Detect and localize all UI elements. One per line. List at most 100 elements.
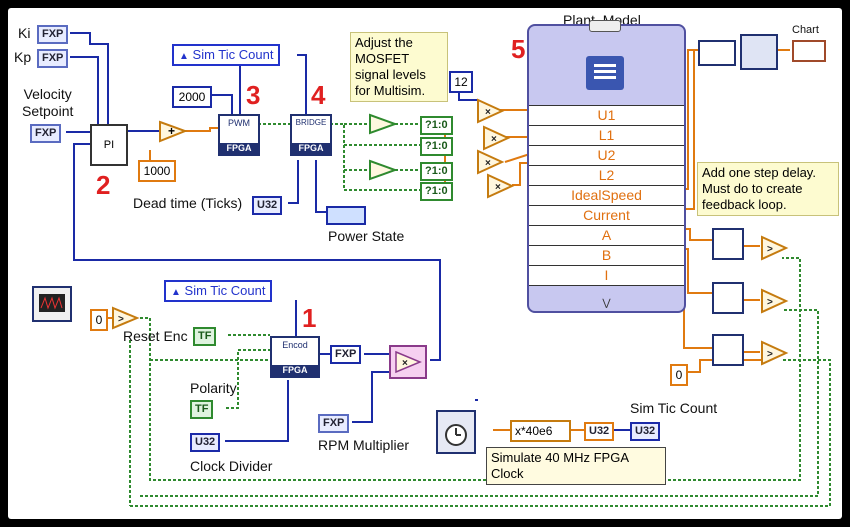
encoder-block[interactable]: Encod FPGA bbox=[270, 336, 320, 378]
pi-block[interactable]: PI bbox=[90, 124, 128, 166]
sim-tic-count-type: U32 bbox=[635, 425, 656, 437]
pwm-label: PWM bbox=[228, 118, 250, 128]
step-4: 4 bbox=[311, 80, 326, 110]
chart-label: Chart bbox=[792, 24, 819, 36]
add-node bbox=[159, 120, 188, 143]
port-l1[interactable]: L1 bbox=[529, 125, 684, 145]
power-state-indicator[interactable] bbox=[326, 206, 366, 225]
port-idealspeed[interactable]: IdealSpeed bbox=[529, 185, 684, 205]
ki-control-type: FXP bbox=[42, 28, 64, 40]
port-l2[interactable]: L2 bbox=[529, 165, 684, 185]
label-clock-divider: Clock Divider bbox=[190, 458, 273, 474]
mul-glyph-1: × bbox=[485, 107, 491, 118]
label-polarity: Polarity bbox=[190, 380, 237, 396]
plant-icon bbox=[586, 56, 624, 90]
wire-deadtime bbox=[288, 160, 299, 204]
clock-icon bbox=[445, 424, 467, 446]
build-array-block[interactable] bbox=[698, 40, 736, 66]
chart-indicator[interactable] bbox=[792, 40, 826, 62]
fxp-conversion[interactable]: FXP bbox=[330, 345, 362, 364]
scope-block-a[interactable] bbox=[712, 228, 744, 260]
port-u2[interactable]: U2 bbox=[529, 145, 684, 165]
waveform-chart-builder[interactable] bbox=[740, 34, 778, 70]
fxp-conversion-type: FXP bbox=[335, 348, 357, 360]
scope-block-b[interactable] bbox=[712, 282, 744, 314]
kp-control[interactable]: FXP bbox=[37, 49, 69, 68]
encoder-label: Encod bbox=[282, 340, 308, 350]
plant-expand-icon[interactable]: ⋁ bbox=[602, 298, 611, 309]
waveform-generator[interactable] bbox=[32, 286, 72, 322]
reset-enc-control[interactable]: TF bbox=[193, 327, 217, 346]
plant-model-block[interactable]: U1 L1 U2 L2 IdealSpeed Current A B I ⋁ bbox=[527, 20, 686, 313]
label-rpm-multiplier: RPM Multiplier bbox=[318, 437, 410, 453]
sim-tic-count-ref-1[interactable]: ▲ Sim Tic Count bbox=[172, 44, 281, 66]
kp-control-type: FXP bbox=[42, 52, 64, 64]
bridge-block[interactable]: BRIDGE FPGA bbox=[290, 114, 332, 156]
sim-tic-count-ref-2[interactable]: ▲ Sim Tic Count bbox=[164, 280, 273, 302]
polarity-control[interactable]: TF bbox=[190, 400, 214, 419]
label-dead-time: Dead time (Ticks) bbox=[133, 195, 243, 211]
wire-2000 bbox=[212, 94, 233, 115]
label-power-state: Power State bbox=[328, 228, 405, 244]
label-velocity-setpoint: Velocity Setpoint bbox=[22, 86, 74, 119]
pwm-block[interactable]: PWM FPGA bbox=[218, 114, 260, 156]
port-u1[interactable]: U1 bbox=[529, 105, 684, 125]
dead-time-control[interactable]: U32 bbox=[252, 196, 283, 215]
clock-divider-control[interactable]: U32 bbox=[190, 433, 221, 452]
constant-1000[interactable]: 1000 bbox=[138, 160, 176, 182]
wire-sum-out bbox=[185, 127, 220, 132]
port-i[interactable]: I bbox=[529, 265, 684, 286]
compare-i bbox=[761, 340, 789, 366]
logic-primitives: + bbox=[112, 98, 789, 379]
not-gate-2 bbox=[369, 159, 398, 181]
clock-divider-control-type: U32 bbox=[195, 436, 216, 448]
label-kp: Kp bbox=[14, 49, 32, 65]
pi-label: PI bbox=[103, 139, 115, 151]
constant-12[interactable]: 12 bbox=[449, 71, 473, 93]
ref-icon-2: ▲ bbox=[171, 287, 181, 298]
step-2: 2 bbox=[96, 170, 111, 200]
u32-conversion[interactable]: U32 bbox=[584, 422, 615, 441]
tick-count-block[interactable] bbox=[436, 410, 476, 454]
rpm-multiplier-control[interactable]: FXP bbox=[318, 414, 350, 433]
step-5: 5 bbox=[511, 34, 526, 64]
multiply-3 bbox=[477, 149, 505, 175]
cast-label-1: ?1:0 bbox=[425, 119, 448, 131]
plant-icon-graphic bbox=[594, 64, 616, 79]
wire-rpm bbox=[352, 371, 390, 423]
bool-to-num-4: ?1:0 bbox=[420, 182, 453, 201]
constant-0-b[interactable]: 0 bbox=[670, 364, 688, 386]
constant-2000[interactable]: 2000 bbox=[172, 86, 212, 108]
waveform-glyph bbox=[39, 294, 65, 312]
wire-polarity bbox=[226, 349, 270, 409]
cmp-glyph-a: > bbox=[767, 244, 773, 255]
multiply-expression[interactable]: x*40e6 bbox=[510, 420, 571, 442]
pwm-fpga-bar: FPGA bbox=[220, 143, 258, 154]
wire-ki bbox=[70, 32, 109, 124]
ki-control[interactable]: FXP bbox=[37, 25, 69, 44]
ref-label-2: Sim Tic Count bbox=[184, 283, 266, 298]
wire-simtic-bridge bbox=[297, 54, 307, 115]
port-b[interactable]: B bbox=[529, 245, 684, 265]
velocity-setpoint-control[interactable]: FXP bbox=[30, 124, 62, 143]
note-mosfet: Adjust the MOSFET signal levels for Mult… bbox=[350, 32, 448, 102]
scope-block-i[interactable] bbox=[712, 334, 744, 366]
cast-label-2: ?1:0 bbox=[425, 140, 448, 152]
sim-tic-count-indicator[interactable]: U32 bbox=[630, 422, 661, 441]
compare-b bbox=[761, 288, 789, 314]
constant-0-a[interactable]: 0 bbox=[90, 309, 108, 331]
step-3: 3 bbox=[246, 80, 261, 110]
port-a[interactable]: A bbox=[529, 225, 684, 245]
cmp-glyph-i: > bbox=[767, 349, 773, 360]
wire-power-state bbox=[315, 160, 326, 213]
mul-glyph-4: × bbox=[495, 182, 501, 193]
bool-to-num-1: ?1:0 bbox=[420, 116, 453, 135]
label-sim-tic-count: Sim Tic Count bbox=[630, 400, 718, 416]
port-current[interactable]: Current bbox=[529, 205, 684, 225]
setpoint-control-type: FXP bbox=[35, 127, 57, 139]
rpm-multiply bbox=[395, 350, 422, 374]
primitive-glyphs: × × × × × > > > > bbox=[118, 107, 773, 369]
reset-enc-control-type: TF bbox=[198, 330, 212, 342]
